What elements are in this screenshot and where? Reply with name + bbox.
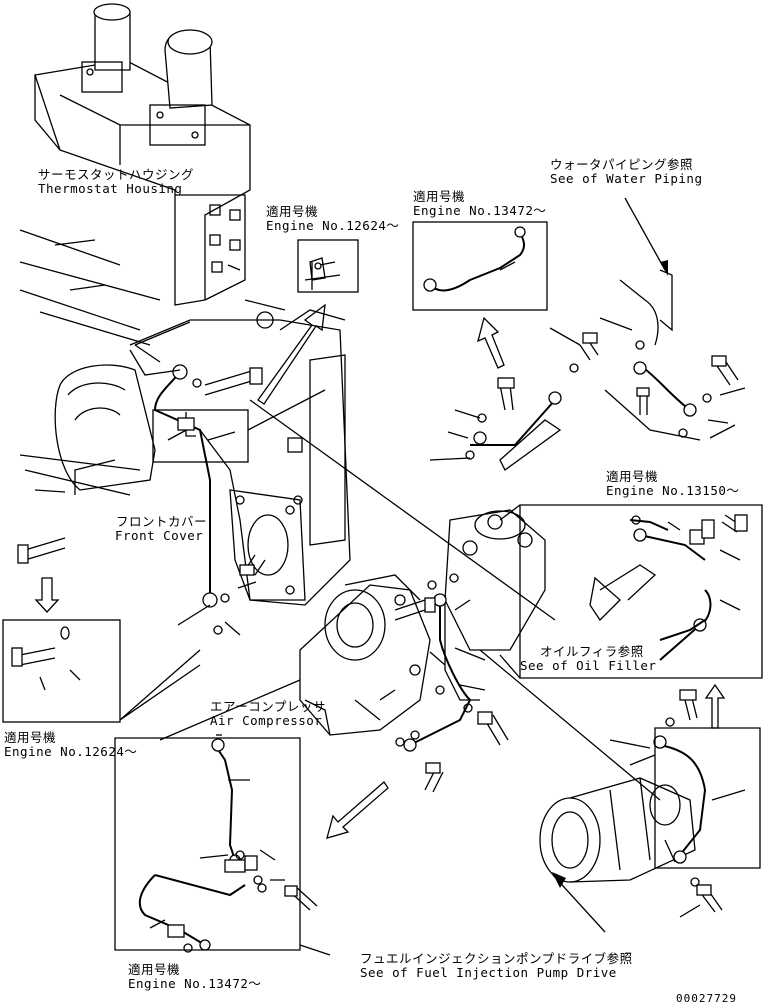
oil-filler-ref-jp: オイルフィラ参照 [540,644,644,659]
direction-arrows [34,303,726,839]
engine-13150-jp: 適用号機 [606,469,659,484]
callout-leaders [34,261,746,956]
water-piping-ref-jp: ウォータパイピング参照 [550,157,694,172]
water-piping-ref-label: ウォータパイピング参照 See of Water Piping [550,158,703,186]
fuel-pump-ref-jp: フュエルインジェクションポンプドライブ参照 [360,951,633,966]
oil-filler-ref-label: オイルフィラ参照 See of Oil Filler [520,645,656,673]
thermostat-housing-jp: サーモスタットハウジング [38,167,195,182]
document-number: 00027729 [676,992,737,1005]
engine-13150-en: Engine No.13150～ [606,483,740,498]
fuel-pump-ref-label: フュエルインジェクションポンプドライブ参照 See of Fuel Inject… [360,952,633,980]
engine-13150-label: 適用号機 Engine No.13150～ [606,470,739,498]
bolts-and-washers [11,332,748,953]
front-cover-jp: フロントカバー [116,514,208,529]
detail-boxes [2,221,763,951]
engine-13472-top-en: Engine No.13472～ [413,203,547,218]
engine-12624-left-en: Engine No.12624～ [4,744,138,759]
front-cover-en: Front Cover [115,528,204,543]
reference-pointers [552,197,673,933]
engine-12624-top-jp: 適用号機 [266,204,319,219]
thermostat-housing-illustration [19,3,251,346]
engine-12624-top-label: 適用号機 Engine No.12624～ [266,205,399,233]
air-compressor-jp: エアーコンプレッサ [210,699,326,714]
front-cover-illustration [19,309,351,606]
front-cover-label: フロントカバー Front Cover [115,515,207,543]
oil-pipes [138,361,712,951]
detail-box-contents [167,226,715,938]
engine-12624-left-label: 適用号機 Engine No.12624～ [4,731,137,759]
engine-12624-top-en: Engine No.12624～ [266,218,400,233]
air-compressor-label: エアーコンプレッサ Air Compressor [210,700,326,728]
air-compressor-en: Air Compressor [210,713,323,728]
engine-13472-top-jp: 適用号機 [413,189,466,204]
engine-13472-bottom-jp: 適用号機 [128,962,181,977]
thermostat-housing-en: Thermostat Housing [38,181,183,196]
water-piping-ref-en: See of Water Piping [550,171,703,186]
engine-12624-left-jp: 適用号機 [4,730,57,745]
engine-13472-bottom-label: 適用号機 Engine No.13472～ [128,963,261,991]
oil-filler-ref-en: See of Oil Filler [520,658,657,673]
engine-13472-top-label: 適用号機 Engine No.13472～ [413,190,546,218]
thermostat-housing-label: サーモスタットハウジング Thermostat Housing [38,168,194,196]
engine-13472-bottom-en: Engine No.13472～ [128,976,262,991]
fuel-pump-drive-illustration [539,777,696,883]
fuel-pump-ref-en: See of Fuel Injection Pump Drive [360,965,617,980]
air-compressor-illustration [299,419,562,736]
